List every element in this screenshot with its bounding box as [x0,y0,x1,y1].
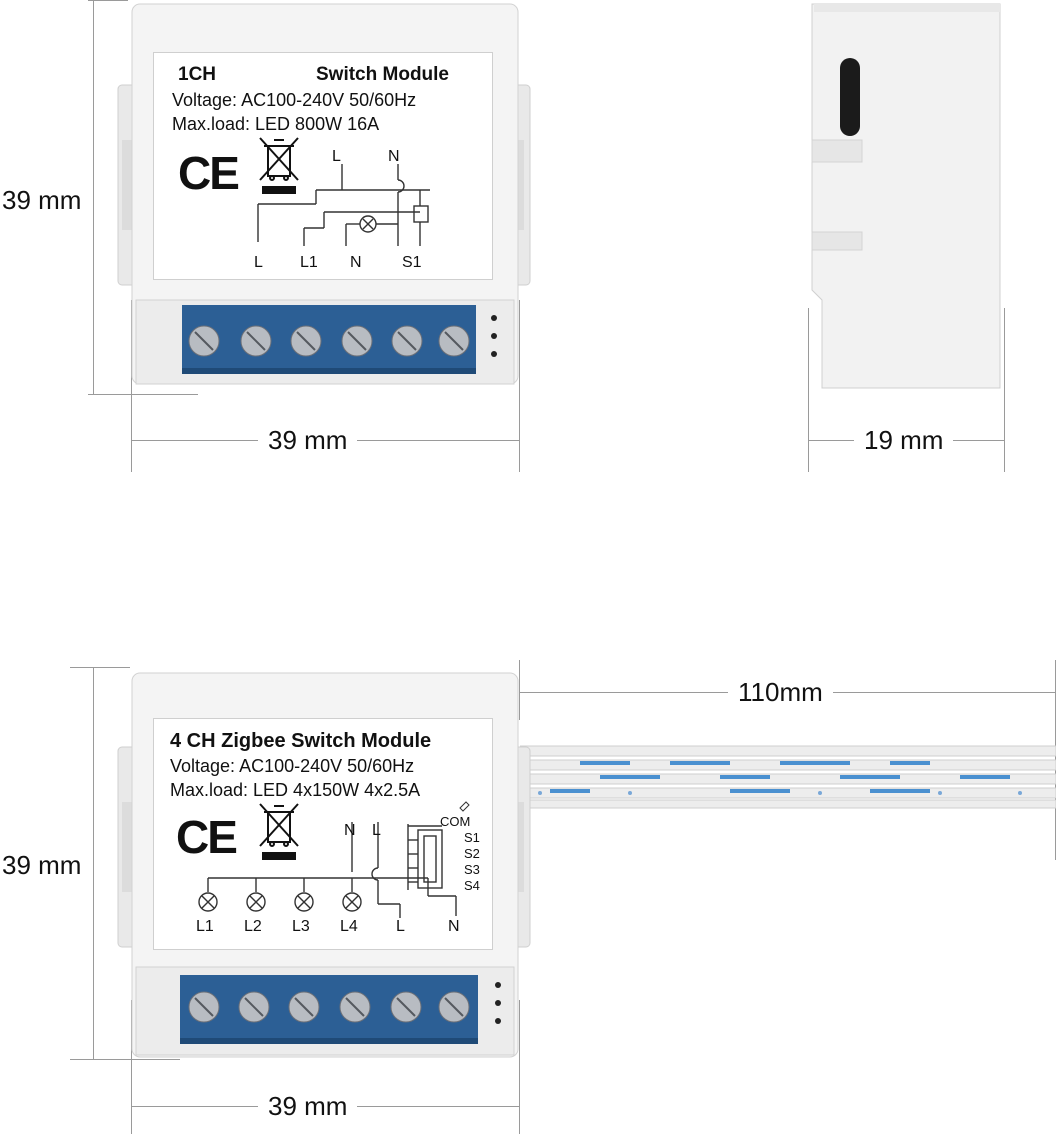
width-dim-tick [519,300,520,472]
wiring-4ch [198,801,470,918]
s2-label: S2 [464,846,480,861]
wiring-1ch [257,164,430,246]
dim-tick [70,667,130,668]
height-dim-line [93,667,94,1059]
com-label: COM [440,814,471,829]
wire-label-N: N [448,918,460,935]
maxload-text: Max.load: LED 4x150W 4x2.5A [170,780,421,800]
s3-label: S3 [464,862,480,877]
voltage-text: Voltage: AC100-240V 50/60Hz [170,756,415,776]
side-depth-label: 19 mm [854,425,954,455]
dim-tick [88,394,198,395]
lamp-label-L3: L3 [292,918,310,935]
dim-tick [88,0,128,1]
height-dim-line [93,0,94,395]
module-1ch-label [153,52,493,280]
lamp-label-L2: L2 [244,918,262,935]
s1-label: S1 [464,830,480,845]
maxload-text: Max.load: LED 800W 16A [172,114,380,134]
bottom-width-label: 39 mm [258,1091,358,1121]
wire-label-L: L [254,254,263,271]
wire-label-N: N [344,822,356,839]
s4-label: S4 [464,878,480,893]
lamp-label-L4: L4 [340,918,358,935]
module-4ch-label [153,718,493,950]
weee-bin-icon [259,137,299,194]
wire-label-S1: S1 [402,254,422,271]
wire-label-N: N [388,148,400,165]
wire-label-L1: L1 [300,254,318,271]
bottom-height-label: 39 mm [0,850,92,880]
terminal-screws [188,325,470,357]
width-dim-tick [131,300,132,472]
depth-dim-tick [808,308,809,472]
ce-mark: CE [178,147,240,199]
side-view-housing [811,3,1001,389]
width-dim-tick [519,1000,520,1134]
width-dim-tick [131,1000,132,1134]
voltage-text: Voltage: AC100-240V 50/60Hz [172,90,417,110]
ce-mark: CE [176,811,238,863]
terminal-screws [188,991,470,1023]
top-height-label: 39 mm [0,185,92,215]
module-title: 4 CH Zigbee Switch Module [170,730,432,752]
wire-label-L: L [332,148,341,165]
dim-tick [70,1059,180,1060]
weee-bin-icon [259,803,299,860]
title-right: Switch Module [316,64,449,85]
title-left: 1CH [178,64,217,85]
wire-label-N: N [350,254,362,271]
wire-bundle [520,745,1056,809]
top-width-label: 39 mm [258,425,358,455]
wire-label-L: L [396,918,405,935]
depth-dim-tick [1004,308,1005,472]
wire-label-L: L [372,822,381,839]
wire-length-label: 110mm [728,677,833,707]
lamp-label-L1: L1 [196,918,214,935]
wire-dim-tick [519,660,520,720]
